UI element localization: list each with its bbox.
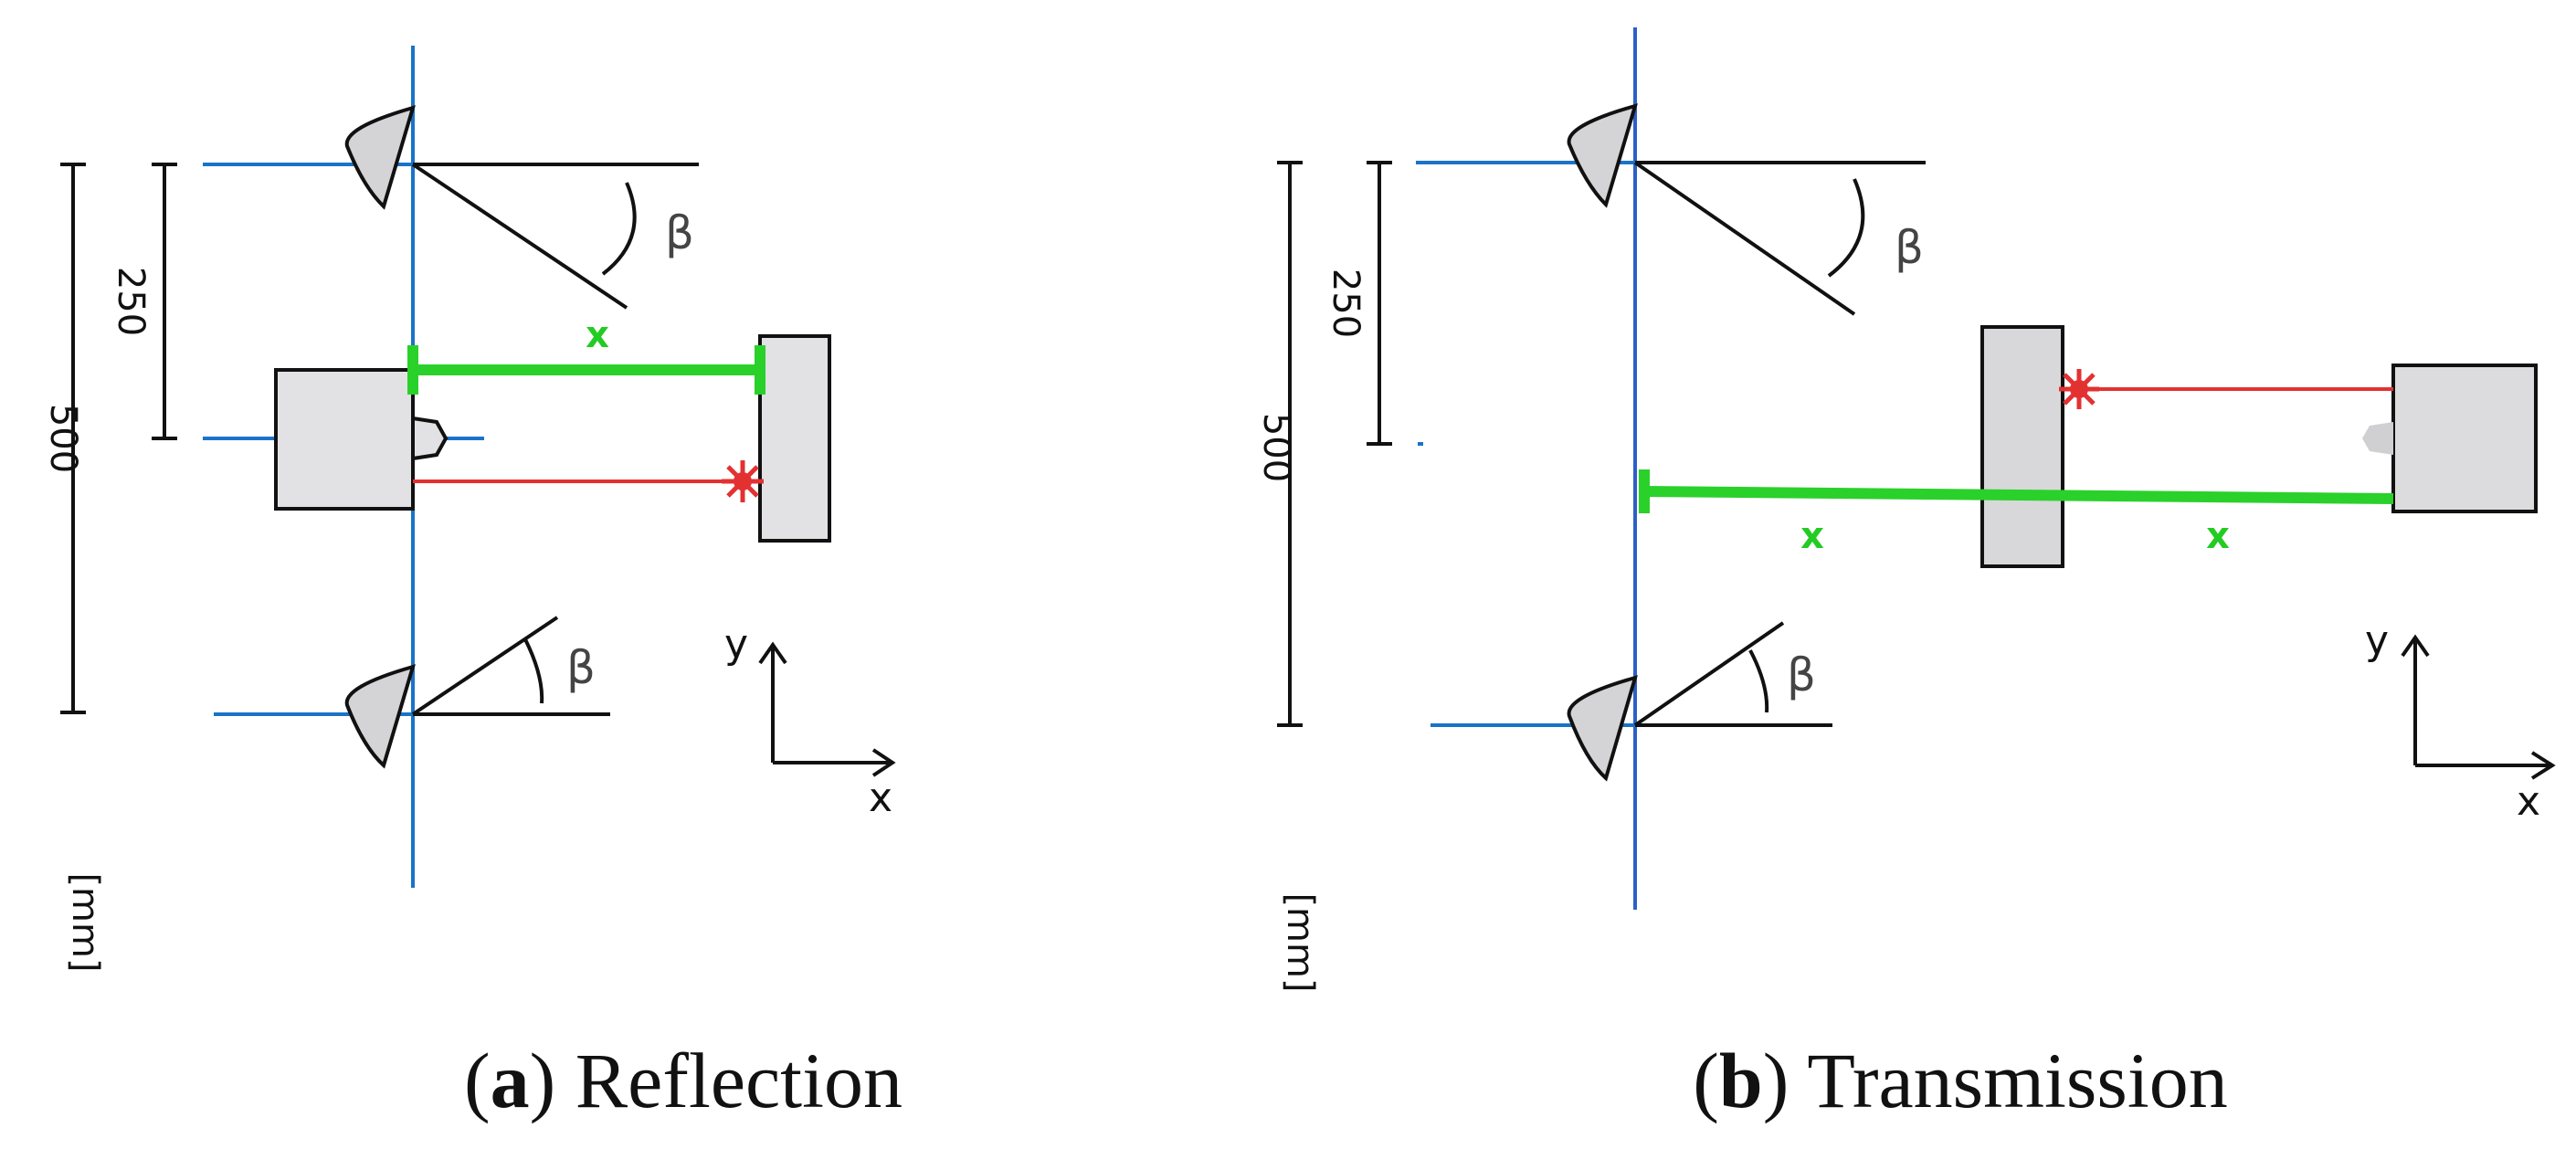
angle-beta-top: β: [1895, 221, 1924, 274]
distance-marker: x: [586, 314, 609, 356]
panel-reflection: 500 250 [mm] β β: [42, 46, 903, 1124]
target-plate: [758, 334, 831, 543]
unit-label: [mm]: [64, 872, 106, 972]
laser-beam: [2059, 369, 2393, 409]
angle-beta-bottom: β: [566, 641, 596, 694]
target-plate: [1980, 325, 2064, 568]
caption-transmission: (b) Transmission: [1693, 1037, 2227, 1124]
coordinate-axes: [758, 641, 896, 777]
dimension-250: [1367, 161, 1392, 446]
laser-sensor: [274, 368, 449, 511]
axis-y-label: y: [724, 621, 748, 668]
dimension-250-label: 250: [1325, 269, 1367, 338]
panel-transmission: 500 250 [mm] β β: [1255, 27, 2556, 1124]
axis-x-label: x: [869, 775, 892, 821]
axis-y-label: y: [2365, 617, 2389, 664]
dimension-500: [1277, 161, 1303, 727]
caption-reflection-letter: a: [491, 1037, 530, 1124]
axis-x-label: x: [2517, 778, 2540, 825]
dimension-500: [60, 163, 86, 714]
distance-path: [1639, 469, 2394, 513]
caption-transmission-text: ) Transmission: [1763, 1037, 2228, 1124]
angle-beta-top: β: [665, 206, 694, 259]
distance-marker-left: x: [1800, 515, 1824, 557]
distance-path: [407, 345, 765, 395]
angle-beta-bottom: β: [1787, 648, 1816, 701]
caption-reflection-text: ) Reflection: [530, 1037, 903, 1124]
sensor-bottom: [344, 616, 610, 769]
unit-label: [mm]: [1279, 892, 1321, 992]
laser-beam: [413, 460, 764, 502]
laser-sensor: [2362, 364, 2538, 513]
dimension-250: [152, 163, 177, 440]
sensor-top: [344, 105, 699, 310]
sensor-bottom: [1567, 621, 1832, 782]
dimension-500-label: 500: [42, 404, 84, 473]
dimension-500-label: 500: [1255, 413, 1297, 482]
distance-marker-right: x: [2206, 515, 2230, 557]
caption-transmission-letter: b: [1719, 1037, 1763, 1124]
dimension-250-label: 250: [110, 267, 152, 336]
sensor-top: [1567, 103, 1926, 316]
coordinate-axes: [2401, 634, 2556, 780]
caption-reflection: (a) Reflection: [464, 1037, 903, 1124]
